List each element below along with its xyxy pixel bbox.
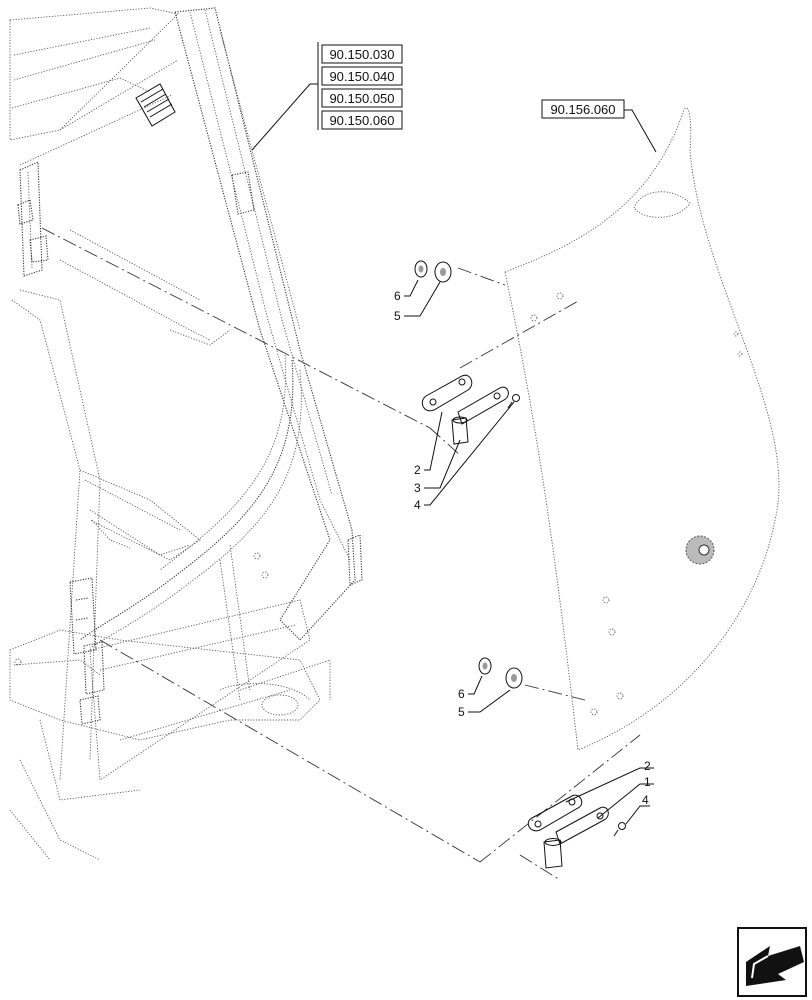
door-panel-reference: 90.156.060 bbox=[541, 99, 625, 119]
callout-2-lower: 2 bbox=[644, 759, 651, 773]
callout-4-upper: 4 bbox=[414, 498, 421, 512]
ref-box-3[interactable] bbox=[321, 110, 403, 130]
callout-6-upper: 6 bbox=[394, 289, 401, 303]
lower-hinge-hardware bbox=[478, 657, 626, 869]
roof-vent-icon bbox=[135, 83, 176, 127]
callout-5-lower: 5 bbox=[458, 705, 465, 719]
hinge-plate-upper-icon bbox=[421, 374, 473, 412]
screw-4-lower-icon bbox=[618, 822, 626, 830]
ref-label-3[interactable]: 90.150.060 bbox=[329, 113, 394, 128]
ref-box-2[interactable] bbox=[321, 88, 403, 108]
callout-numbers: 6 5 2 3 4 6 5 2 1 4 bbox=[394, 289, 651, 807]
ref-label-1[interactable]: 90.150.040 bbox=[329, 69, 394, 84]
callout-4-lower: 4 bbox=[642, 793, 649, 807]
door-handle-recess bbox=[633, 191, 691, 218]
ref-box-0[interactable] bbox=[321, 44, 403, 64]
door-glass-panel bbox=[504, 107, 780, 751]
hinge-plate-lower-icon bbox=[527, 794, 583, 832]
leader-lines bbox=[251, 42, 657, 825]
ref-label-door[interactable]: 90.156.060 bbox=[550, 102, 615, 117]
callout-2-upper: 2 bbox=[414, 463, 421, 477]
frame-reference-group: 90.150.030 90.150.040 90.150.050 90.150.… bbox=[321, 44, 403, 130]
callout-5-upper: 5 bbox=[394, 309, 401, 323]
hinge-pin-lower-icon bbox=[543, 839, 563, 869]
callout-6-lower: 6 bbox=[458, 687, 465, 701]
ref-box-1[interactable] bbox=[321, 66, 403, 86]
cab-frame-drawing bbox=[9, 7, 363, 861]
ref-box-door[interactable] bbox=[541, 99, 625, 119]
next-page-arrow-icon[interactable] bbox=[737, 927, 807, 997]
callout-3-upper: 3 bbox=[414, 481, 421, 495]
screw-4-upper-icon bbox=[512, 394, 520, 402]
ref-label-0[interactable]: 90.150.030 bbox=[329, 47, 394, 62]
assembly-lines bbox=[41, 227, 641, 881]
ref-label-2[interactable]: 90.150.050 bbox=[329, 91, 394, 106]
upper-hinge-hardware bbox=[414, 260, 520, 445]
hinge-pin-upper-icon bbox=[451, 417, 469, 445]
callout-1-lower: 1 bbox=[644, 775, 651, 789]
